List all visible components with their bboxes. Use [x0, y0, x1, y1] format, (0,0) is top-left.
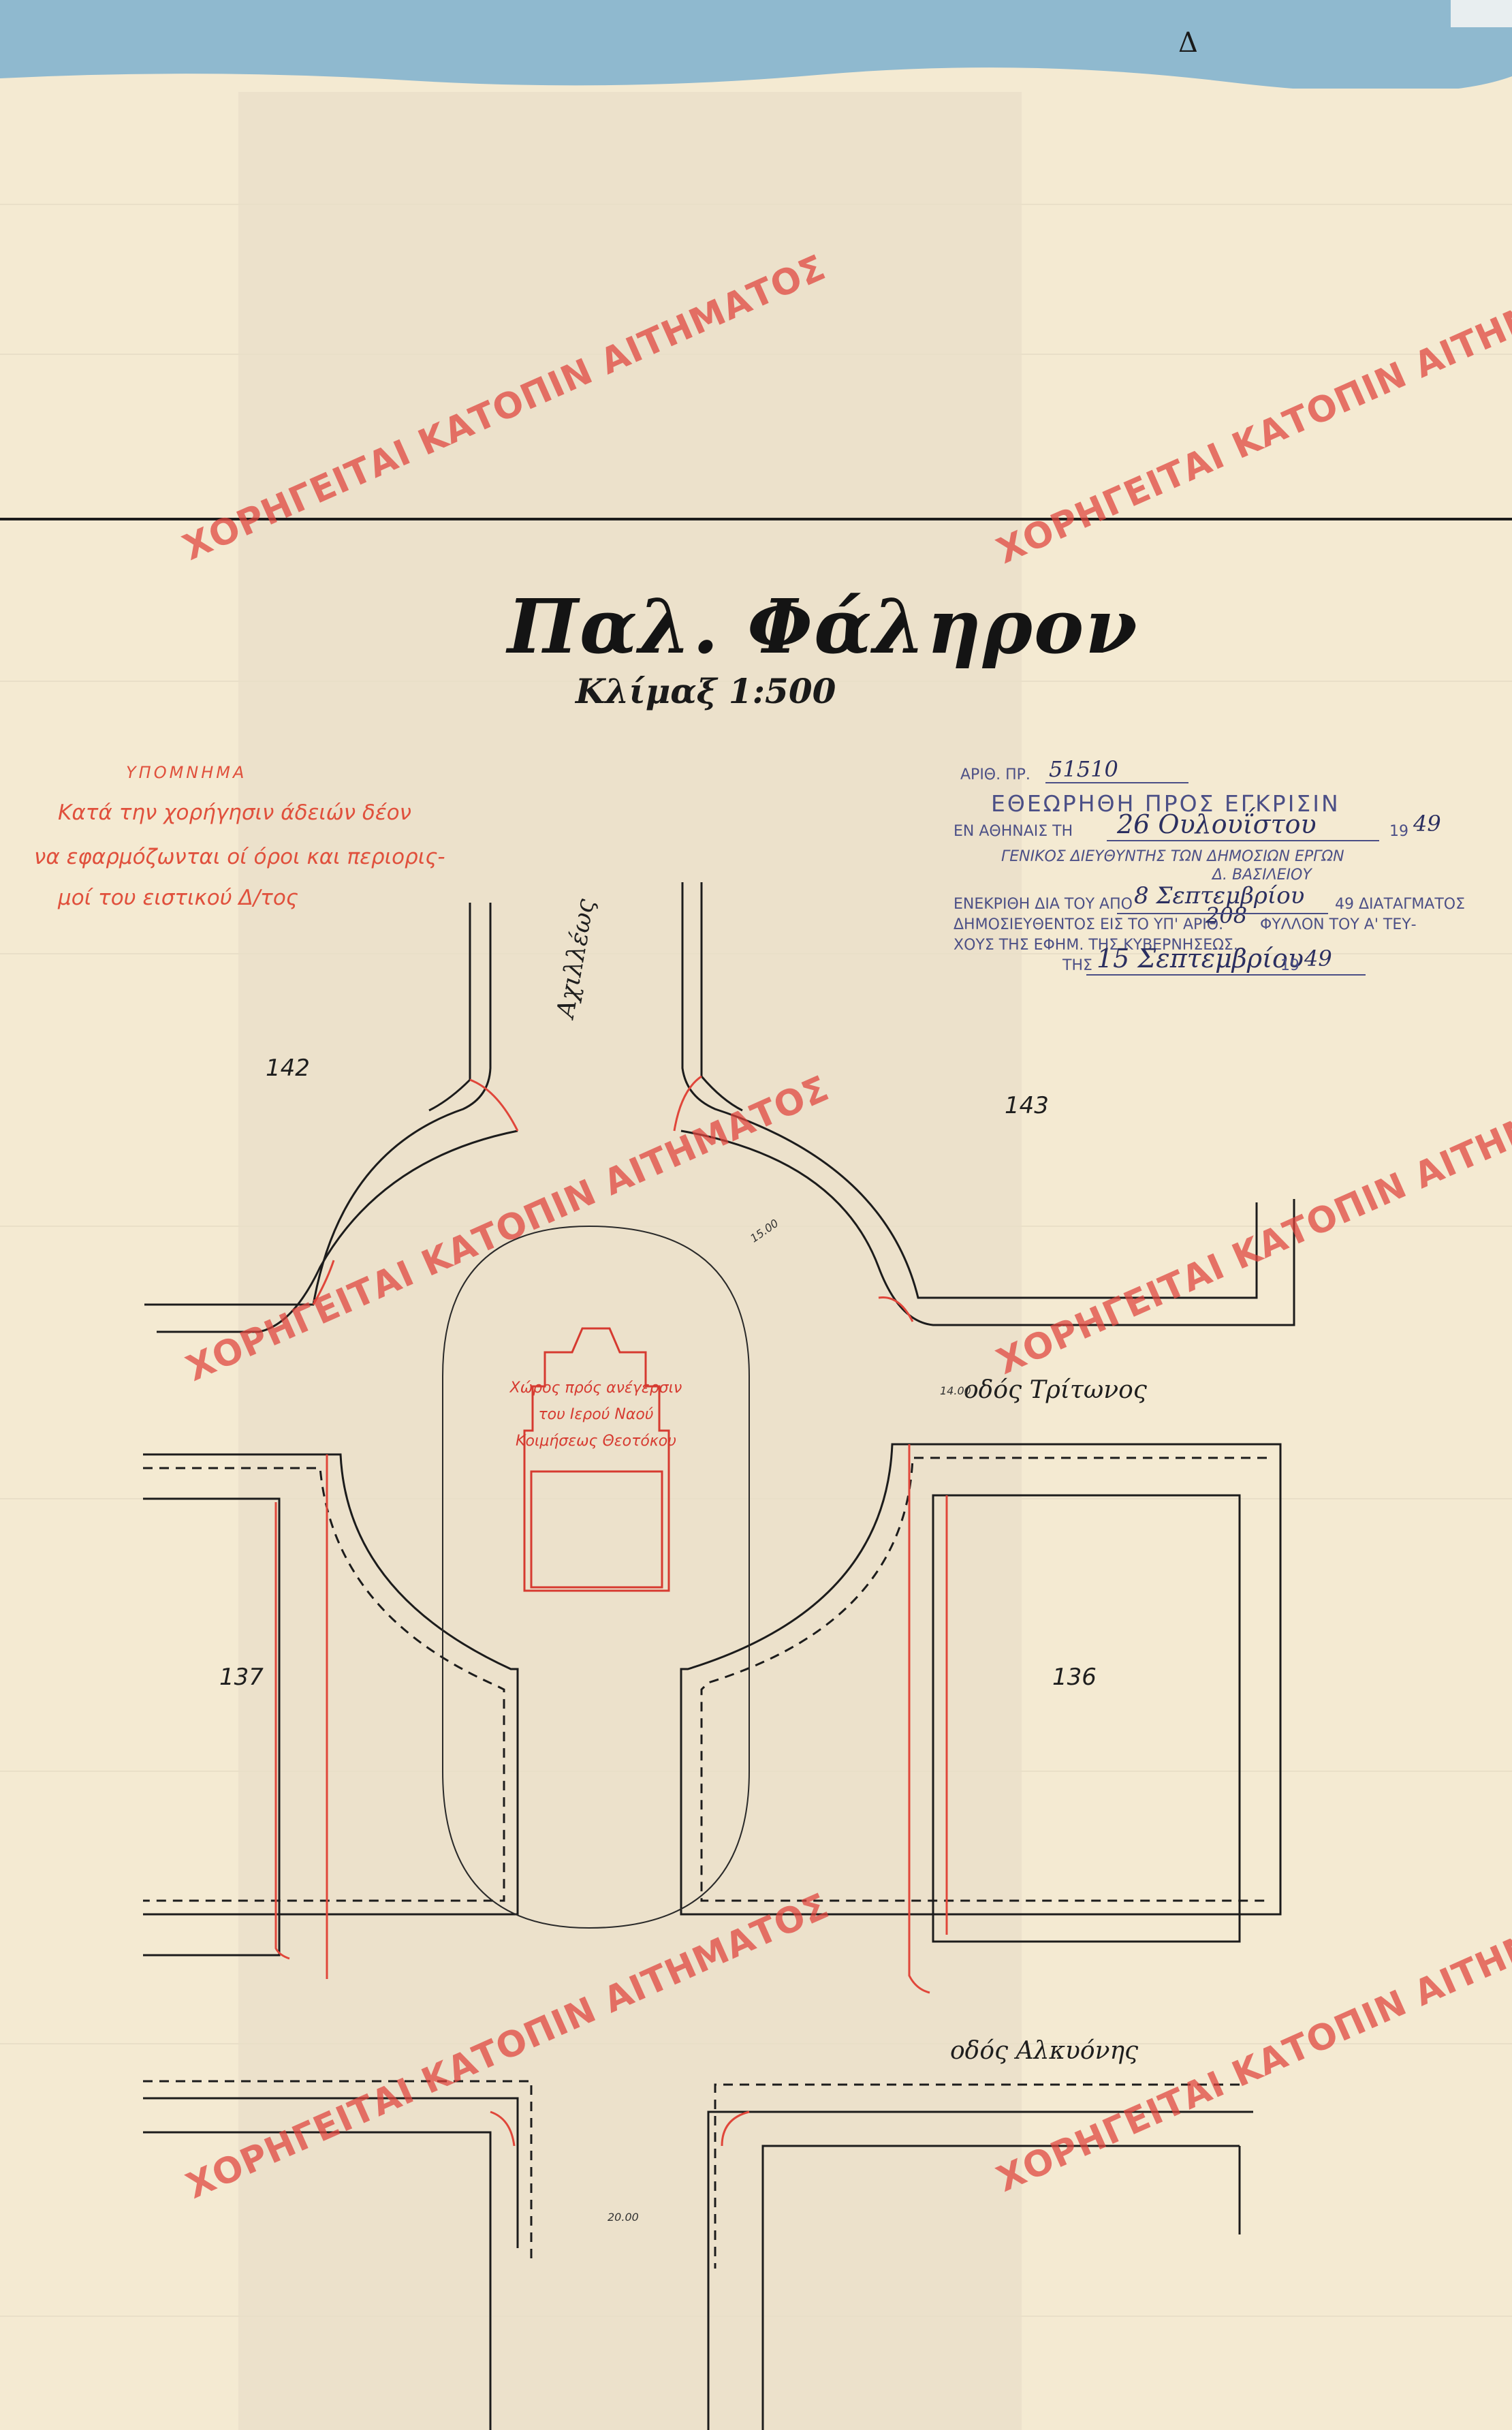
red-ne-corner: [673, 1075, 702, 1132]
church-plot: [523, 1327, 670, 1592]
bottom-right-dashed: [714, 2083, 1240, 2269]
sheet-mark: Δ: [1178, 27, 1198, 59]
nw-inner-line: [428, 903, 471, 1112]
building-lines: [143, 1457, 1267, 2269]
ne-block-edge: [681, 882, 1258, 1299]
stamp-rule-gazette: [1086, 974, 1366, 976]
church-area-label: Χώρος πρός ανέγερσιν του Ιερού Ναού Κοιμ…: [507, 1380, 684, 1450]
sw-inner: [143, 1497, 281, 1957]
year-prefix: 19: [1389, 823, 1408, 840]
bottom-left-inner: [143, 2131, 492, 2430]
sw-block: [143, 1453, 519, 1916]
street-lines: [143, 882, 1295, 2430]
approved-date: 8 Σεπτεμβρίου: [1134, 882, 1305, 909]
bottom-left-street: [143, 2097, 519, 2248]
stamp-heading: ΕΘΕΩΡΗΘΗ ΠΡΟΣ ΕΓΚΡΙΣΙΝ: [991, 790, 1340, 817]
gazette-date-prefix: ΤΗΣ: [1062, 957, 1092, 974]
darker-paper-band: [238, 82, 1022, 2430]
published-suffix: ΦΥΛΛΟΝ ΤΟΥ Α' ΤΕΥ-: [1260, 916, 1417, 933]
street-label-east: οδός Τρίτωνος: [964, 1376, 1147, 1404]
gazette-date: 15 Σεπτεμβρίου: [1097, 944, 1304, 973]
block-number-nw: 142: [266, 1055, 310, 1082]
corner-tab: [1451, 0, 1512, 27]
published-prefix: ΔΗΜΟΣΙΕΥΘΕΝΤΟΣ ΕΙΣ ΤΟ ΥΠ' ΑΡΙΘ.: [954, 916, 1224, 933]
proposal-lines: [274, 1075, 948, 2147]
street-label-south: οδός Αλκυόνης: [950, 2037, 1139, 2065]
approved-prefix: ΕΝΕΚΡΙΘΗ ΔΙΑ ΤΟΥ ΑΠΟ: [954, 896, 1133, 913]
legend-line-3: μοί του ειστικού Δ/τος: [58, 886, 299, 910]
red-nw-corner: [469, 1078, 519, 1132]
se-block-outline: [680, 1443, 1282, 1916]
legend-heading: ΥΠΟΜΝΗΜΑ: [126, 763, 247, 782]
church-label-line-2: του Ιερού Ναού: [538, 1406, 654, 1423]
red-sw-frontage: [274, 1502, 290, 1960]
year-prefix-2: 19: [1280, 957, 1300, 974]
se-dashed: [700, 1457, 1267, 1902]
ring-nw-arc: [157, 1130, 518, 1333]
red-nw-ring: [312, 1260, 335, 1305]
bottom-right-street: [707, 2110, 1253, 2430]
blue-top-edge: [0, 0, 1512, 89]
legend-line-2: να εφαρμόζωνται οί όροι και περιορις-: [34, 845, 445, 869]
torn-edge: [0, 67, 1512, 93]
dimension-tritonos: 14.00: [940, 1384, 971, 1397]
gazette-line: ΧΟΥΣ ΤΗΣ ΕΦΗΜ. ΤΗΣ ΚΥΒΕΡΝΗΣΕΩΣ.: [954, 937, 1238, 954]
ring-ne-arc: [680, 1130, 1295, 1326]
place-date: 26 Ουλουΐστου: [1117, 809, 1317, 839]
stamp-rule-approved: [1117, 913, 1328, 914]
church-label-line-1: Χώρος πρός ανέγερσιν: [509, 1380, 682, 1397]
published-number: 208: [1206, 903, 1248, 929]
ref-prefix: ΑΡΙΘ. ΠΡ.: [960, 766, 1030, 783]
legend-line-1: Κατά την χορήγησιν άδειών δέον: [58, 800, 411, 825]
block-number-sw: 137: [219, 1664, 264, 1691]
scale-label: Κλίμαξ 1:500: [576, 671, 836, 711]
stamp-rule-top: [1045, 782, 1188, 783]
nw-block-edge: [144, 903, 492, 1306]
block-number-se: 136: [1052, 1664, 1097, 1691]
gazette-year: 49: [1304, 946, 1332, 971]
block-number-ne: 143: [1005, 1092, 1049, 1119]
map-title: Παλ. Φάληρον: [507, 582, 1139, 670]
approved-suffix: 49 ΔΙΑΤΑΓΜΑΤΟΣ: [1335, 896, 1466, 913]
signatory-name: Δ. ΒΑΣΙΛΕΙΟΥ: [1212, 867, 1312, 884]
place-year: 49: [1413, 811, 1441, 837]
se-inner-block: [932, 1494, 1241, 1943]
red-bottom-right-corner: [721, 2110, 750, 2147]
bottom-right-inner: [761, 2145, 1240, 2430]
signatory-title: ΓΕΝΙΚΟΣ ΔΙΕΥΘΥΝΤΗΣ ΤΩΝ ΔΗΜΟΣΙΩΝ ΕΡΓΩΝ: [1001, 848, 1344, 865]
roundabout-oval: [442, 1225, 750, 1929]
red-ne-ring: [878, 1296, 914, 1322]
stamp-rule-place: [1107, 840, 1379, 841]
red-bottom-left-corner: [490, 2110, 516, 2147]
bottom-left-dashed: [143, 2080, 533, 2262]
ref-number: 51510: [1049, 756, 1118, 782]
place-prefix: ΕΝ ΑΘΗΝΑΙΣ ΤΗ: [954, 823, 1073, 840]
church-label-line-3: Κοιμήσεως Θεοτόκου: [516, 1433, 676, 1450]
dimension-bottom: 20.00: [608, 2211, 639, 2224]
red-se-frontage: [908, 1444, 930, 1994]
ne-inner-line: [700, 882, 743, 1112]
sw-dashed: [143, 1467, 505, 1902]
